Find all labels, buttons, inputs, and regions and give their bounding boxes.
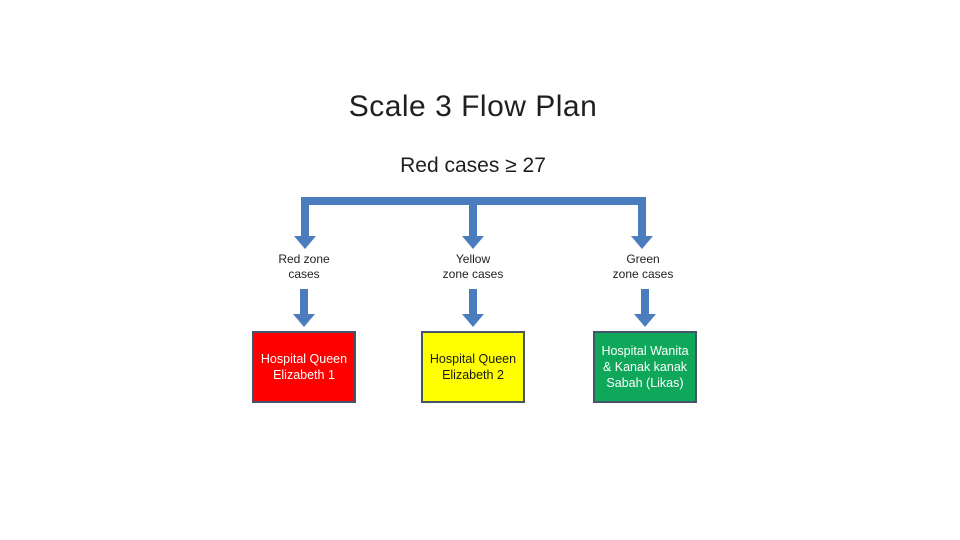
- arrow-down-icon: [462, 236, 484, 249]
- connector-center-shaft: [469, 205, 477, 236]
- connector-left-shaft: [301, 197, 309, 236]
- arrow-down-icon: [462, 314, 484, 327]
- zone-label-red: Red zone cases: [278, 252, 330, 281]
- node-hospital-queen-elizabeth-2: Hospital Queen Elizabeth 2: [421, 331, 525, 403]
- zone-label-yellow: Yellow zone cases: [442, 252, 504, 281]
- connector-right-shaft: [638, 197, 646, 236]
- zone-label-green: Green zone cases: [612, 252, 674, 281]
- connector-center-lower-shaft: [469, 289, 477, 314]
- arrow-down-icon: [631, 236, 653, 249]
- condition-label: Red cases ≥ 27: [400, 154, 546, 177]
- arrow-down-icon: [293, 314, 315, 327]
- node-hospital-wanita-kanak-kanak-sabah: Hospital Wanita & Kanak kanak Sabah (Lik…: [593, 331, 697, 403]
- connector-left-lower-shaft: [300, 289, 308, 314]
- diagram-title: Scale 3 Flow Plan: [348, 90, 598, 123]
- node-hospital-queen-elizabeth-1: Hospital Queen Elizabeth 1: [252, 331, 356, 403]
- connector-right-lower-shaft: [641, 289, 649, 314]
- arrow-down-icon: [294, 236, 316, 249]
- arrow-down-icon: [634, 314, 656, 327]
- connector-horizontal-bar: [301, 197, 646, 205]
